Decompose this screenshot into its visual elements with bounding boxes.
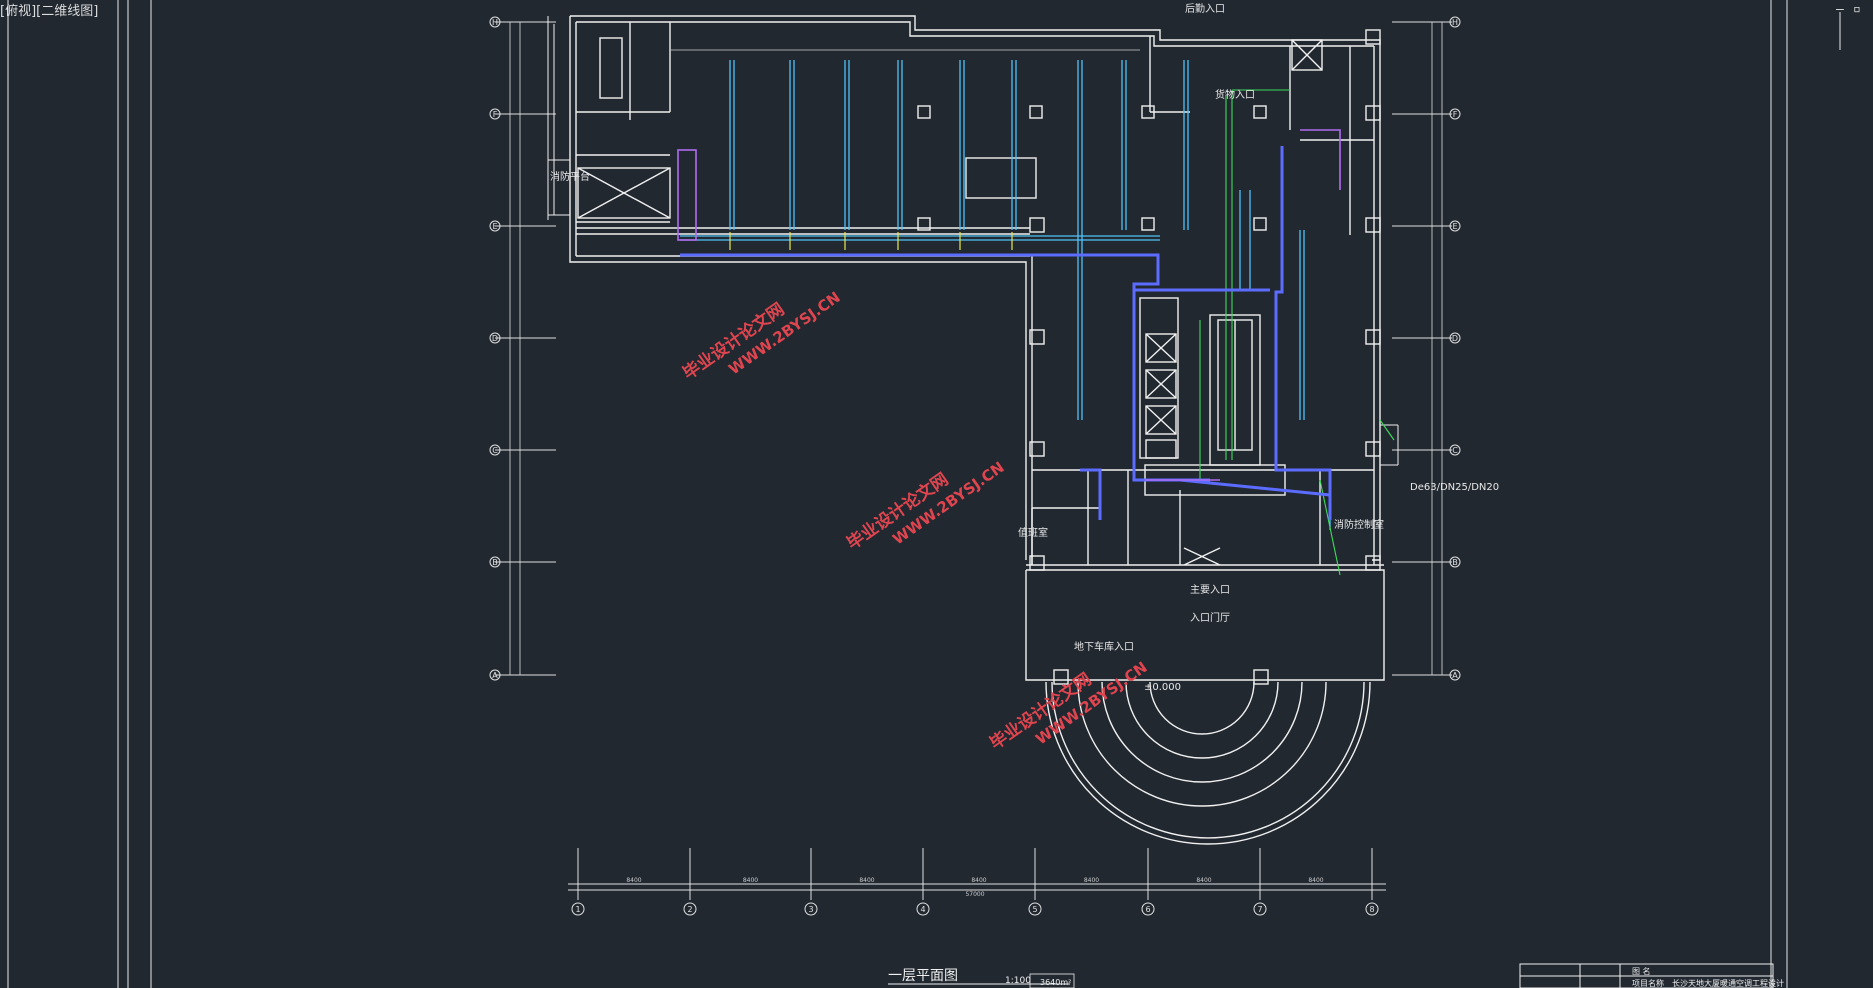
grid-row-label: B — [492, 558, 498, 567]
service-entrance-label: 货物入口 — [1215, 88, 1255, 101]
grid-col-label: 6 — [1145, 905, 1150, 914]
minimize-icon[interactable]: – — [1836, 2, 1844, 17]
title-block — [1519, 963, 1774, 988]
grid-col-label: 5 — [1032, 905, 1037, 914]
grid-col-bubble — [916, 902, 930, 916]
drain-pipe-purple — [677, 129, 1341, 481]
grid-col-dimension: 8400 — [743, 877, 758, 884]
building-walls — [569, 15, 1385, 845]
entrance-hall-label: 入口门厅 — [1190, 611, 1230, 624]
grid-row-bubble — [1449, 332, 1461, 344]
grid-col-bubble — [1141, 902, 1155, 916]
grid-row-label: D — [1452, 334, 1458, 343]
side-note-label: De63/DN25/DN20 — [1410, 482, 1499, 493]
drawing-frame — [7, 0, 1841, 988]
grid-col-dimension: 8400 — [626, 877, 641, 884]
grid-row-bubble — [1449, 16, 1461, 28]
grid-col-label: 3 — [808, 905, 813, 914]
grid-row-bubble — [489, 108, 501, 120]
grid-col-label: 2 — [687, 905, 692, 914]
plan-scale: 1:100 — [1005, 976, 1031, 986]
fire-platform-label: 消防平台 — [550, 170, 590, 183]
title-block-label1: 图 名 — [1632, 966, 1651, 976]
grid-row-label: E — [1452, 222, 1457, 231]
office-label: 值班室 — [1018, 526, 1048, 539]
plan-title: 一层平面图 — [888, 968, 958, 984]
grid-row-label: C — [1452, 446, 1458, 455]
water-pipe-green — [1199, 89, 1395, 576]
total-dimension: 57000 — [965, 891, 984, 898]
grid-row-bubble — [1449, 556, 1461, 568]
grid-row-label: F — [1453, 110, 1458, 119]
grid-row-bubble — [1449, 108, 1461, 120]
elevation-label: ±0.000 — [1144, 682, 1181, 693]
grid-row-bubble — [489, 220, 501, 232]
grid-col-dimension: 8400 — [1308, 877, 1323, 884]
duty-label: 消防控制室 — [1334, 518, 1384, 531]
restore-icon[interactable]: ▫ — [1853, 2, 1861, 17]
grid-col-label: 4 — [920, 905, 925, 914]
grid-col-dimension: 8400 — [971, 877, 986, 884]
grid-row-bubble — [1449, 669, 1461, 681]
grid-col-dimension: 8400 — [1084, 877, 1099, 884]
grid-col-bubble — [804, 902, 818, 916]
grid-row-label: H — [1452, 18, 1458, 27]
back-entrance-label: 后勤入口 — [1185, 2, 1225, 15]
grid-row-label: A — [492, 671, 498, 680]
title-block-label2: 项目名称 — [1632, 978, 1664, 988]
grid-row-bubble — [489, 669, 501, 681]
grid-row-label: D — [492, 334, 498, 343]
grid-row-label: E — [492, 222, 497, 231]
grid-col-bubble — [1365, 902, 1379, 916]
grid-col-dimension: 8400 — [1196, 877, 1211, 884]
plan-area: 3640m² — [1040, 978, 1071, 987]
grid-row-bubble — [1449, 220, 1461, 232]
grid-col-bubble — [683, 902, 697, 916]
grid-col-bubble — [571, 902, 585, 916]
grid-row-label: H — [492, 18, 498, 27]
grid-col-label: 1 — [575, 905, 580, 914]
watermark-group: 毕业设计论文网 WWW.2BYSJ.CN 毕业设计论文网 WWW.2BYSJ.C… — [679, 288, 1151, 754]
grid-col-label: 7 — [1257, 905, 1262, 914]
grid-row-bubble — [489, 444, 501, 456]
grid-row-label: F — [493, 110, 498, 119]
underground-entrance-label: 地下车库入口 — [1074, 640, 1134, 653]
grid-row-bubble — [489, 556, 501, 568]
hvac-duct-network — [680, 60, 1331, 530]
grid-row-label: B — [1452, 558, 1458, 567]
grid-col-dimension: 8400 — [859, 877, 874, 884]
grid-row-label: C — [492, 446, 498, 455]
grid-row-bubble — [489, 16, 501, 28]
grid-row-bubble — [1449, 444, 1461, 456]
grid-col-bubble — [1253, 902, 1267, 916]
main-entrance-label: 主要入口 — [1190, 584, 1230, 596]
title-block-project: 长沙天地大厦暖通空调工程设计 — [1672, 978, 1784, 988]
grid-row-bubble — [489, 332, 501, 344]
viewport-view-label[interactable]: [俯视][二维线图] — [0, 4, 99, 19]
grid-col-bubble — [1028, 902, 1042, 916]
grid-col-label: 8 — [1369, 905, 1374, 914]
grid-row-label: A — [1452, 671, 1458, 680]
